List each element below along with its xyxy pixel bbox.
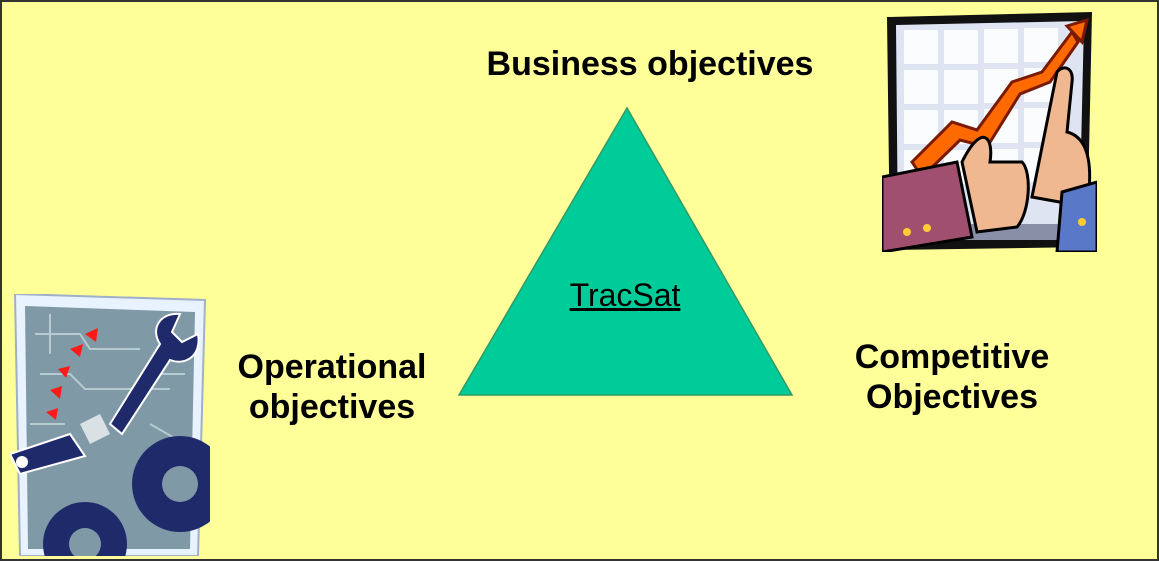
- operational-line-1: Operational: [237, 348, 427, 386]
- business-objectives-label: Business objectives: [486, 45, 814, 83]
- objectives-triangle: [457, 106, 794, 396]
- competitive-line-1: Competitive: [854, 338, 1050, 376]
- tracsat-link[interactable]: TracSat: [569, 277, 681, 313]
- competitive-objectives-label: Competitive Objectives: [812, 337, 1092, 417]
- triangle-shape: [457, 106, 794, 396]
- wrench-gears-icon: [10, 294, 210, 556]
- business-growth-chart-icon: [882, 12, 1097, 252]
- operational-objectives-label: Operational objectives: [202, 347, 462, 427]
- operational-line-2: objectives: [248, 388, 416, 426]
- competitive-line-2: Objectives: [866, 378, 1038, 416]
